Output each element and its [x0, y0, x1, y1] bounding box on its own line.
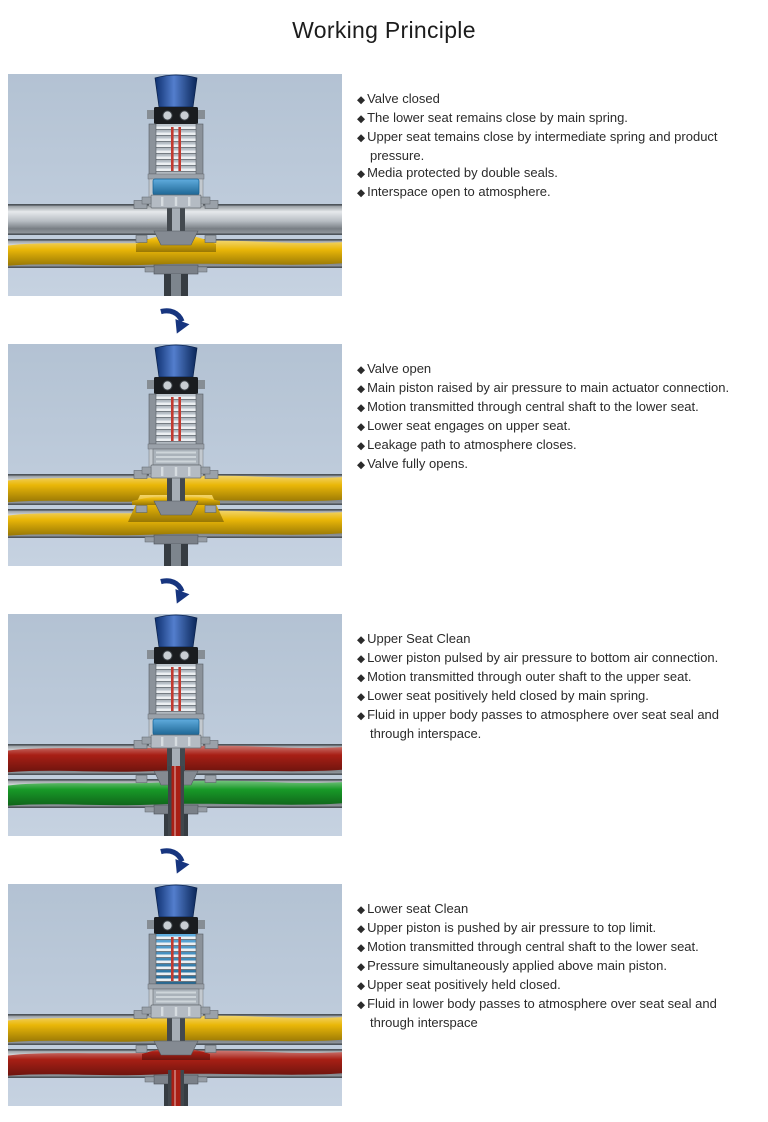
bullet-item: ◆Valve open [357, 360, 747, 379]
bullet-text: Upper seat positively held closed. [367, 977, 561, 992]
bullet-item: ◆Interspace open to atmosphere. [357, 183, 747, 202]
bullet-text: Fluid in lower body passes to atmosphere… [367, 996, 717, 1030]
diamond-bullet-icon: ◆ [357, 364, 366, 376]
diamond-bullet-icon: ◆ [357, 383, 366, 395]
valve-section-lower-seat-clean: ◆Lower seat Clean◆Upper piston is pushed… [8, 884, 768, 1106]
valve-section-valve-closed: ◆Valve closed◆The lower seat remains clo… [8, 74, 768, 296]
diamond-bullet-icon: ◆ [357, 980, 366, 992]
valve-closed-diagram [8, 74, 342, 296]
diamond-bullet-icon: ◆ [357, 999, 366, 1011]
bullet-text: Lower seat Clean [367, 901, 469, 916]
diamond-bullet-icon: ◆ [357, 168, 366, 180]
bullet-item: ◆Fluid in upper body passes to atmospher… [357, 706, 747, 742]
bullet-text: Media protected by double seals. [367, 165, 558, 180]
diamond-bullet-icon: ◆ [357, 440, 366, 452]
bullet-text: Upper piston is pushed by air pressure t… [367, 920, 657, 935]
upper-seat-clean-diagram [8, 614, 342, 836]
bullet-list: ◆Lower seat Clean◆Upper piston is pushed… [342, 884, 747, 1031]
bullet-text: Valve fully opens. [367, 456, 469, 471]
diamond-bullet-icon: ◆ [357, 402, 366, 414]
bullet-text: Main piston raised by air pressure to ma… [367, 380, 730, 395]
valve-section-upper-seat-clean: ◆Upper Seat Clean◆Lower piston pulsed by… [8, 614, 768, 836]
valve-section-valve-open: ◆Valve open◆Main piston raised by air pr… [8, 344, 768, 566]
bullet-item: ◆Main piston raised by air pressure to m… [357, 379, 747, 398]
flow-arrow-row [0, 566, 768, 614]
bullet-item: ◆Lower seat engages on upper seat. [357, 417, 747, 436]
bullet-text: Valve open [367, 361, 432, 376]
bullet-item: ◆Upper Seat Clean [357, 630, 747, 649]
diamond-bullet-icon: ◆ [357, 634, 366, 646]
bullet-item: ◆Valve fully opens. [357, 455, 747, 474]
flow-arrow-row [0, 836, 768, 884]
bullet-list: ◆Upper Seat Clean◆Lower piston pulsed by… [342, 614, 747, 742]
bullet-text: Lower piston pulsed by air pressure to b… [367, 650, 719, 665]
upper-seat-clean-diagram [8, 614, 342, 836]
bullet-text: Leakage path to atmosphere closes. [367, 437, 577, 452]
valve-open-diagram [8, 344, 342, 566]
diamond-bullet-icon: ◆ [357, 113, 366, 125]
bullet-text: The lower seat remains close by main spr… [367, 110, 628, 125]
bullet-text: Motion transmitted through central shaft… [367, 939, 699, 954]
diamond-bullet-icon: ◆ [357, 691, 366, 703]
diamond-bullet-icon: ◆ [357, 94, 366, 106]
diamond-bullet-icon: ◆ [357, 904, 366, 916]
bullet-item: ◆Valve closed [357, 90, 747, 109]
bullet-item: ◆Leakage path to atmosphere closes. [357, 436, 747, 455]
bullet-item: ◆Lower seat positively held closed by ma… [357, 687, 747, 706]
bullet-text: Lower seat positively held closed by mai… [367, 688, 649, 703]
diamond-bullet-icon: ◆ [357, 961, 366, 973]
bullet-item: ◆Upper seat temains close by intermediat… [357, 128, 747, 164]
valve-open-diagram [8, 344, 342, 566]
bullet-list: ◆Valve closed◆The lower seat remains clo… [342, 74, 747, 202]
bullet-item: ◆Pressure simultaneously applied above m… [357, 957, 747, 976]
bullet-item: ◆Lower seat Clean [357, 900, 747, 919]
bullet-item: ◆The lower seat remains close by main sp… [357, 109, 747, 128]
bullet-item: ◆Upper seat positively held closed. [357, 976, 747, 995]
diamond-bullet-icon: ◆ [357, 710, 366, 722]
bullet-text: Motion transmitted through outer shaft t… [367, 669, 692, 684]
valve-closed-diagram [8, 74, 342, 296]
diamond-bullet-icon: ◆ [357, 672, 366, 684]
diamond-bullet-icon: ◆ [357, 923, 366, 935]
diamond-bullet-icon: ◆ [357, 132, 366, 144]
curved-down-right-arrow-icon [160, 578, 190, 604]
bullet-item: ◆Motion transmitted through central shaf… [357, 398, 747, 417]
sections-container: ◆Valve closed◆The lower seat remains clo… [0, 74, 768, 1106]
page-title: Working Principle [292, 17, 476, 43]
flow-arrow-row [0, 296, 768, 344]
bullet-item: ◆Motion transmitted through central shaf… [357, 938, 747, 957]
diamond-bullet-icon: ◆ [357, 421, 366, 433]
bullet-text: Upper seat temains close by intermediate… [367, 129, 718, 163]
bullet-text: Interspace open to atmosphere. [367, 184, 551, 199]
diamond-bullet-icon: ◆ [357, 187, 366, 199]
bullet-item: ◆Fluid in lower body passes to atmospher… [357, 995, 747, 1031]
bullet-item: ◆Lower piston pulsed by air pressure to … [357, 649, 747, 668]
curved-down-right-arrow-icon [160, 308, 190, 334]
diamond-bullet-icon: ◆ [357, 653, 366, 665]
lower-seat-clean-diagram [8, 884, 342, 1106]
diamond-bullet-icon: ◆ [357, 942, 366, 954]
bullet-text: Valve closed [367, 91, 440, 106]
curved-down-right-arrow-icon [160, 848, 190, 874]
bullet-list: ◆Valve open◆Main piston raised by air pr… [342, 344, 747, 474]
diamond-bullet-icon: ◆ [357, 459, 366, 471]
bullet-item: ◆Motion transmitted through outer shaft … [357, 668, 747, 687]
bullet-text: Fluid in upper body passes to atmosphere… [367, 707, 720, 741]
bullet-item: ◆Upper piston is pushed by air pressure … [357, 919, 747, 938]
lower-seat-clean-diagram [8, 884, 342, 1106]
bullet-text: Lower seat engages on upper seat. [367, 418, 571, 433]
bullet-text: Upper Seat Clean [367, 631, 471, 646]
bullet-text: Motion transmitted through central shaft… [367, 399, 699, 414]
bullet-item: ◆Media protected by double seals. [357, 164, 747, 183]
bullet-text: Pressure simultaneously applied above ma… [367, 958, 667, 973]
